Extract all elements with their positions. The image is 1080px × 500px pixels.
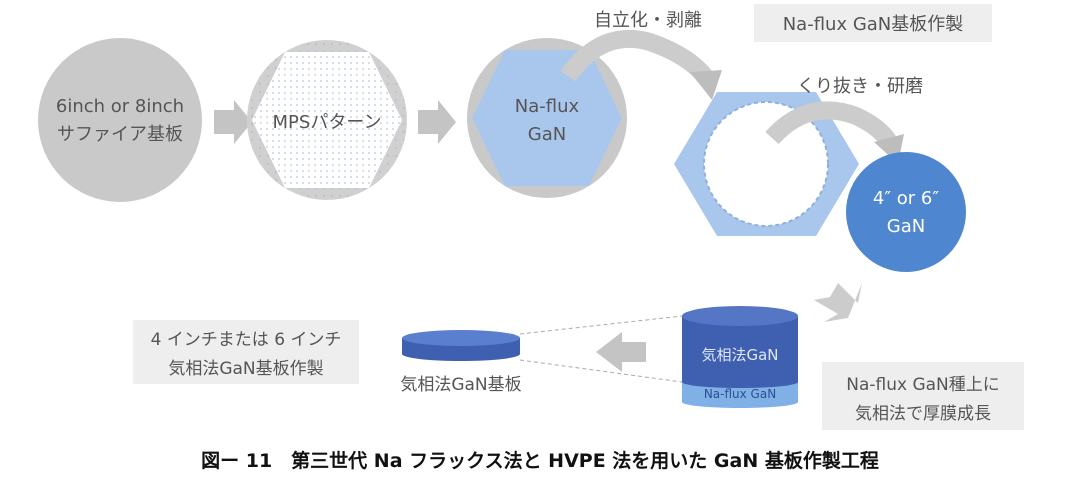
vapor-layer: [682, 316, 798, 382]
naflux-fab-label: Na-flux GaN基板作製: [783, 14, 964, 35]
guide-line-top: [519, 315, 683, 335]
final-label-line2: 気相法GaN基板作製: [168, 359, 323, 379]
freestanding-gan-wafer: [674, 92, 859, 236]
mps-label: MPSパターン: [273, 112, 382, 133]
vapor-growth-stack: 気相法GaN Na-flux GaN: [682, 306, 798, 408]
coring-circle: [703, 101, 829, 227]
round-gan-label-line1: 4″ or 6″: [873, 188, 939, 209]
sapphire-substrate: 6inch or 8inch サファイア基板: [38, 38, 202, 202]
vapor-growth-label-line2: 気相法で厚膜成長: [855, 404, 991, 424]
round-gan-label-line2: GaN: [887, 216, 925, 237]
wafer-top: [402, 330, 520, 346]
figure-caption: 図ー 11 第三世代 Na フラックス法と HVPE 法を用いた GaN 基板作…: [201, 450, 879, 472]
coring-label: くり抜き・研磨: [797, 76, 923, 97]
vapor-gan-wafer: 気相法GaN基板: [400, 330, 522, 395]
separation-label: 自立化・剥離: [594, 10, 702, 31]
sapphire-label-line1: 6inch or 8inch: [56, 96, 184, 117]
wafer-bottom: [402, 347, 520, 361]
naflux-seed-bottom: [682, 396, 798, 408]
vapor-layer-top: [682, 306, 798, 326]
mps-dot-pattern: [252, 52, 402, 188]
stack-bottom-label: Na-flux GaN: [704, 387, 776, 401]
naflux-label-line1: Na-flux: [515, 96, 580, 117]
sapphire-label-line2: サファイア基板: [57, 124, 183, 145]
mps-pattern-substrate: MPSパターン: [247, 40, 407, 200]
vapor-growth-label-line1: Na-flux GaN種上に: [846, 375, 1000, 395]
naflux-hexagon: [472, 50, 622, 186]
sapphire-disk: [38, 38, 202, 202]
vapor-layer-bottom: [682, 376, 798, 388]
naflux-label-line2: GaN: [528, 124, 566, 145]
wafer-label: 気相法GaN基板: [400, 375, 521, 395]
arrow-down-left-icon: [814, 283, 862, 322]
curved-arrow-icon: [560, 29, 722, 100]
vapor-growth-label-box: [822, 362, 1024, 430]
naflux-gan-growth: Na-flux GaN: [467, 38, 627, 198]
arrow-right-icon: [214, 100, 252, 144]
naflux-fab-label-box: [754, 4, 992, 42]
final-label-line1: 4 インチまたは 6 インチ: [151, 330, 342, 350]
arrow-right-icon: [418, 100, 456, 144]
stack-top-label: 気相法GaN: [701, 346, 778, 364]
round-gan-wafer: 4″ or 6″ GaN: [846, 152, 966, 272]
guide-line-bottom: [519, 359, 683, 383]
final-label-box: [133, 320, 359, 384]
arrow-left-icon: [596, 332, 646, 372]
round-gan-disk: [846, 152, 966, 272]
